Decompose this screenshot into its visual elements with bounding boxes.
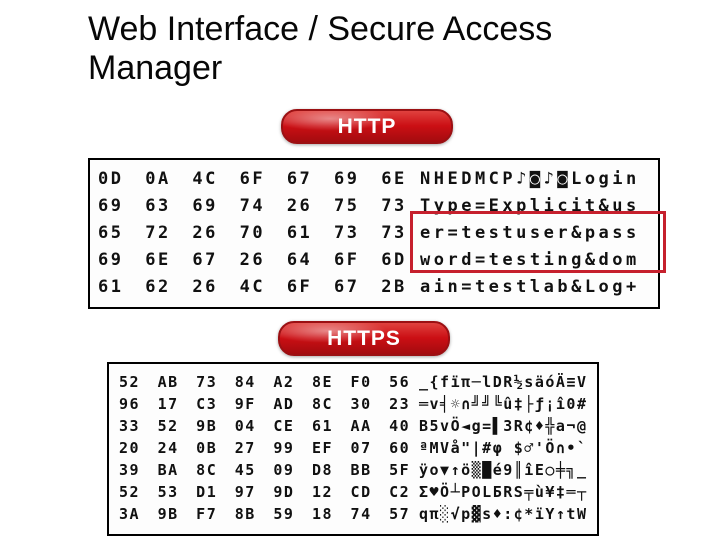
hex-bytes: 65 72 26 70 61 73 73 <box>98 223 407 243</box>
hex-bytes: 52 53 D1 97 9D 12 CD C2 <box>119 483 411 501</box>
ascii-text: ═v╡☼∩╝╝╚û‡├ƒ¡î0# <box>419 395 588 413</box>
hex-bytes: 69 63 69 74 26 75 73 <box>98 196 407 216</box>
hex-bytes: 0D 0A 4C 6F 67 69 6E <box>98 169 407 189</box>
hex-bytes: 3A 9B F7 8B 59 18 74 57 <box>119 505 411 523</box>
ascii-text: ÿo▼↑ö▒█é9║îE○╪╗_ <box>419 461 588 479</box>
https-hexdump-row: 33 52 9B 04 CE 61 AA 40 B5vÖ◄g=▌3R¢♦╬a¬@ <box>109 415 597 437</box>
https-badge-label: HTTPS <box>327 326 401 350</box>
hex-bytes: 69 6E 67 26 64 6F 6D <box>98 250 407 270</box>
https-hexdump-row: 52 AB 73 84 A2 8E F0 56 _{fïπ─lDR½säóÄ≡V <box>109 371 597 393</box>
ascii-text: qπ░√p▓s♦:¢*ïY↑tW <box>419 505 588 523</box>
https-hexdump-row: 96 17 C3 9F AD 8C 30 23 ═v╡☼∩╝╝╚û‡├ƒ¡î0# <box>109 393 597 415</box>
hex-bytes: 52 AB 73 84 A2 8E F0 56 <box>119 373 411 391</box>
credentials-highlight-box <box>410 211 666 273</box>
ascii-text: B5vÖ◄g=▌3R¢♦╬a¬@ <box>419 417 588 435</box>
hex-bytes: 33 52 9B 04 CE 61 AA 40 <box>119 417 411 435</box>
http-badge-label: HTTP <box>337 114 397 138</box>
ascii-text: ain=testlab&Log+ <box>420 277 640 297</box>
page-title-line1: Web Interface / Secure Access <box>88 10 553 48</box>
http-hexdump-row: 69 6E 67 26 64 6F 6D word=testing&dom <box>90 247 658 274</box>
ascii-text: word=testing&dom <box>420 250 640 270</box>
hex-bytes: 96 17 C3 9F AD 8C 30 23 <box>119 395 411 413</box>
http-hexdump-row: 61 62 26 4C 6F 67 2B ain=testlab&Log+ <box>90 274 658 301</box>
http-hexdump-row: 65 72 26 70 61 73 73 er=testuser&pass <box>90 220 658 247</box>
http-hexdump-row: 0D 0A 4C 6F 67 69 6E NHEDMCP♪◙♪◙Login <box>90 166 658 193</box>
ascii-text: er=testuser&pass <box>420 223 640 243</box>
https-hexdump-row: 20 24 0B 27 99 EF 07 60 ªMVå"|#φ $♂'Ö∩•` <box>109 437 597 459</box>
hex-bytes: 20 24 0B 27 99 EF 07 60 <box>119 439 411 457</box>
hex-bytes: 61 62 26 4C 6F 67 2B <box>98 277 407 297</box>
http-hexdump-panel: 0D 0A 4C 6F 67 69 6E NHEDMCP♪◙♪◙Login 69… <box>88 158 660 309</box>
ascii-text: NHEDMCP♪◙♪◙Login <box>420 169 640 189</box>
ascii-text: _{fïπ─lDR½säóÄ≡V <box>419 373 588 391</box>
hex-bytes: 39 BA 8C 45 09 D8 BB 5F <box>119 461 411 479</box>
https-badge: HTTPS <box>278 321 450 356</box>
http-badge: HTTP <box>281 109 453 144</box>
https-hexdump-row: 39 BA 8C 45 09 D8 BB 5F ÿo▼↑ö▒█é9║îE○╪╗_ <box>109 459 597 481</box>
https-hexdump-row: 52 53 D1 97 9D 12 CD C2 Σ♥Ö┴POLБRS╤ù¥‡═┬ <box>109 481 597 503</box>
page-title-line2: Manager <box>88 49 223 87</box>
ascii-text: Σ♥Ö┴POLБRS╤ù¥‡═┬ <box>419 483 588 501</box>
https-hexdump-row: 3A 9B F7 8B 59 18 74 57 qπ░√p▓s♦:¢*ïY↑tW <box>109 503 597 525</box>
ascii-text: ªMVå"|#φ $♂'Ö∩•` <box>419 439 588 457</box>
https-hexdump-panel: 52 AB 73 84 A2 8E F0 56 _{fïπ─lDR½säóÄ≡V… <box>107 362 599 536</box>
